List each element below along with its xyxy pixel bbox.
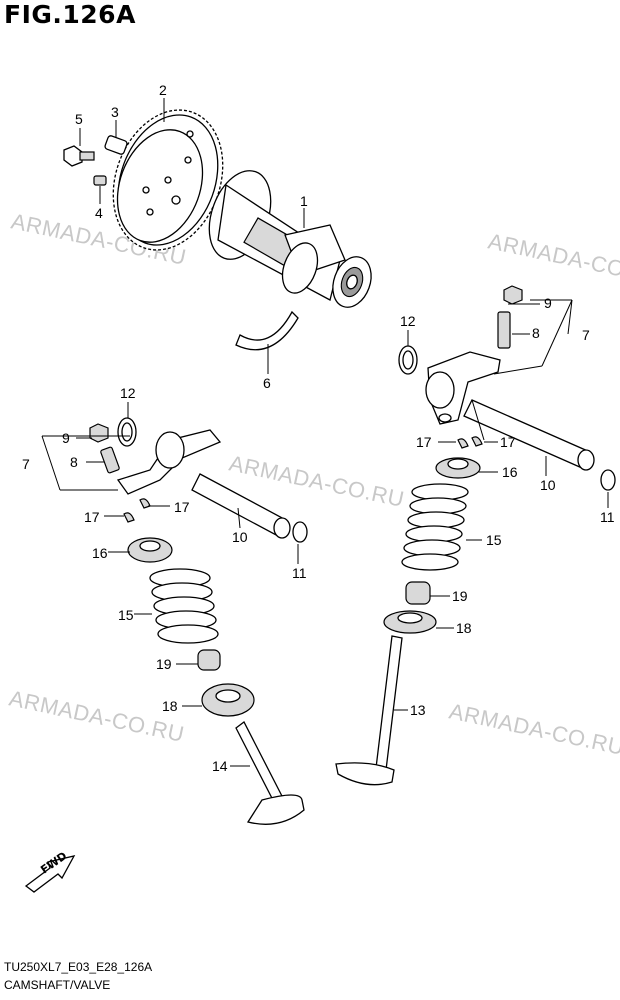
diagram-name: CAMSHAFT/VALVE: [4, 978, 111, 992]
callout-8-left: 8: [70, 454, 78, 470]
callout-17-left-a: 17: [174, 499, 190, 515]
exhaust-valve: [335, 635, 403, 786]
adjusting-screw-left: [100, 446, 120, 474]
callout-8-right: 8: [532, 325, 540, 341]
callout-13: 13: [410, 702, 426, 718]
rocker-shaft-left: [191, 473, 291, 539]
lock-nut-right: [503, 285, 523, 305]
fwd-arrow: FWD: [24, 849, 76, 893]
callout-19-right: 19: [452, 588, 468, 604]
rocker-arm-left: [116, 429, 222, 495]
watermark: ARMADA-CO.RU: [447, 698, 620, 760]
diagram-code: TU250XL7_E03_E28_126A: [4, 960, 153, 974]
callout-12-right: 12: [400, 313, 416, 329]
callout-9-left: 9: [62, 430, 70, 446]
callout-15-left: 15: [118, 607, 134, 623]
callout-5: 5: [75, 111, 83, 127]
shim-right: [398, 345, 418, 375]
o-ring-right: [600, 469, 616, 491]
callout-11-left: 11: [292, 565, 307, 581]
callout-12-left: 12: [120, 385, 136, 401]
thrust-plate: [235, 310, 299, 351]
rocker-arm-right: [425, 351, 501, 425]
spring-seat-left: [201, 683, 255, 717]
callout-2: 2: [159, 82, 167, 98]
spring-retainer-left: [127, 537, 173, 563]
small-pin: [93, 175, 107, 186]
dowel-pin: [104, 135, 128, 155]
valve-spring-right: [401, 483, 469, 571]
intake-valve: [235, 721, 305, 825]
callout-4: 4: [95, 205, 103, 221]
spring-retainer-right: [435, 457, 481, 479]
callout-16-left: 16: [92, 545, 108, 561]
rocker-shaft-right: [463, 399, 595, 471]
callout-15-right: 15: [486, 532, 502, 548]
valve-cotters-left: [123, 498, 151, 523]
sprocket-bolt: [63, 145, 95, 167]
adjusting-screw-right: [497, 311, 511, 349]
cam-sprocket: [112, 109, 224, 251]
callout-19-left: 19: [156, 656, 172, 672]
callouts: 1 2 3 4 5 6 7 8 9 10 11 12 13 14 15 16 1…: [22, 82, 615, 774]
figure-title: FIG.126A: [4, 0, 136, 29]
callout-10-right: 10: [540, 477, 556, 493]
callout-7-left: 7: [22, 456, 30, 472]
callout-1: 1: [300, 193, 308, 209]
valve-stem-seal-left: [197, 649, 221, 671]
callout-3: 3: [111, 104, 119, 120]
callout-17-right-b: 17: [500, 434, 516, 450]
watermark: ARMADA-CO.RU: [486, 228, 620, 290]
callout-14: 14: [212, 758, 228, 774]
callout-6: 6: [263, 375, 271, 391]
callout-9-right: 9: [544, 295, 552, 311]
callout-18-right: 18: [456, 620, 472, 636]
callout-11-right: 11: [600, 509, 615, 525]
valve-stem-seal-right: [405, 581, 431, 605]
leader-lines: [41, 98, 609, 767]
o-ring-left: [292, 521, 308, 543]
callout-17-right-a: 17: [416, 434, 432, 450]
spring-seat-right: [383, 610, 437, 634]
callout-17-left-b: 17: [84, 509, 100, 525]
watermark: ARMADA-CO.RU: [7, 685, 187, 747]
callout-18-left: 18: [162, 698, 178, 714]
callout-10-left: 10: [232, 529, 248, 545]
valve-spring-left: [149, 568, 219, 644]
shim-left: [117, 417, 137, 447]
camshaft: [208, 170, 372, 308]
callout-16-right: 16: [502, 464, 518, 480]
callout-7-right: 7: [582, 327, 590, 343]
valve-cotters-right: [457, 436, 483, 449]
lock-nut-left: [89, 423, 109, 443]
